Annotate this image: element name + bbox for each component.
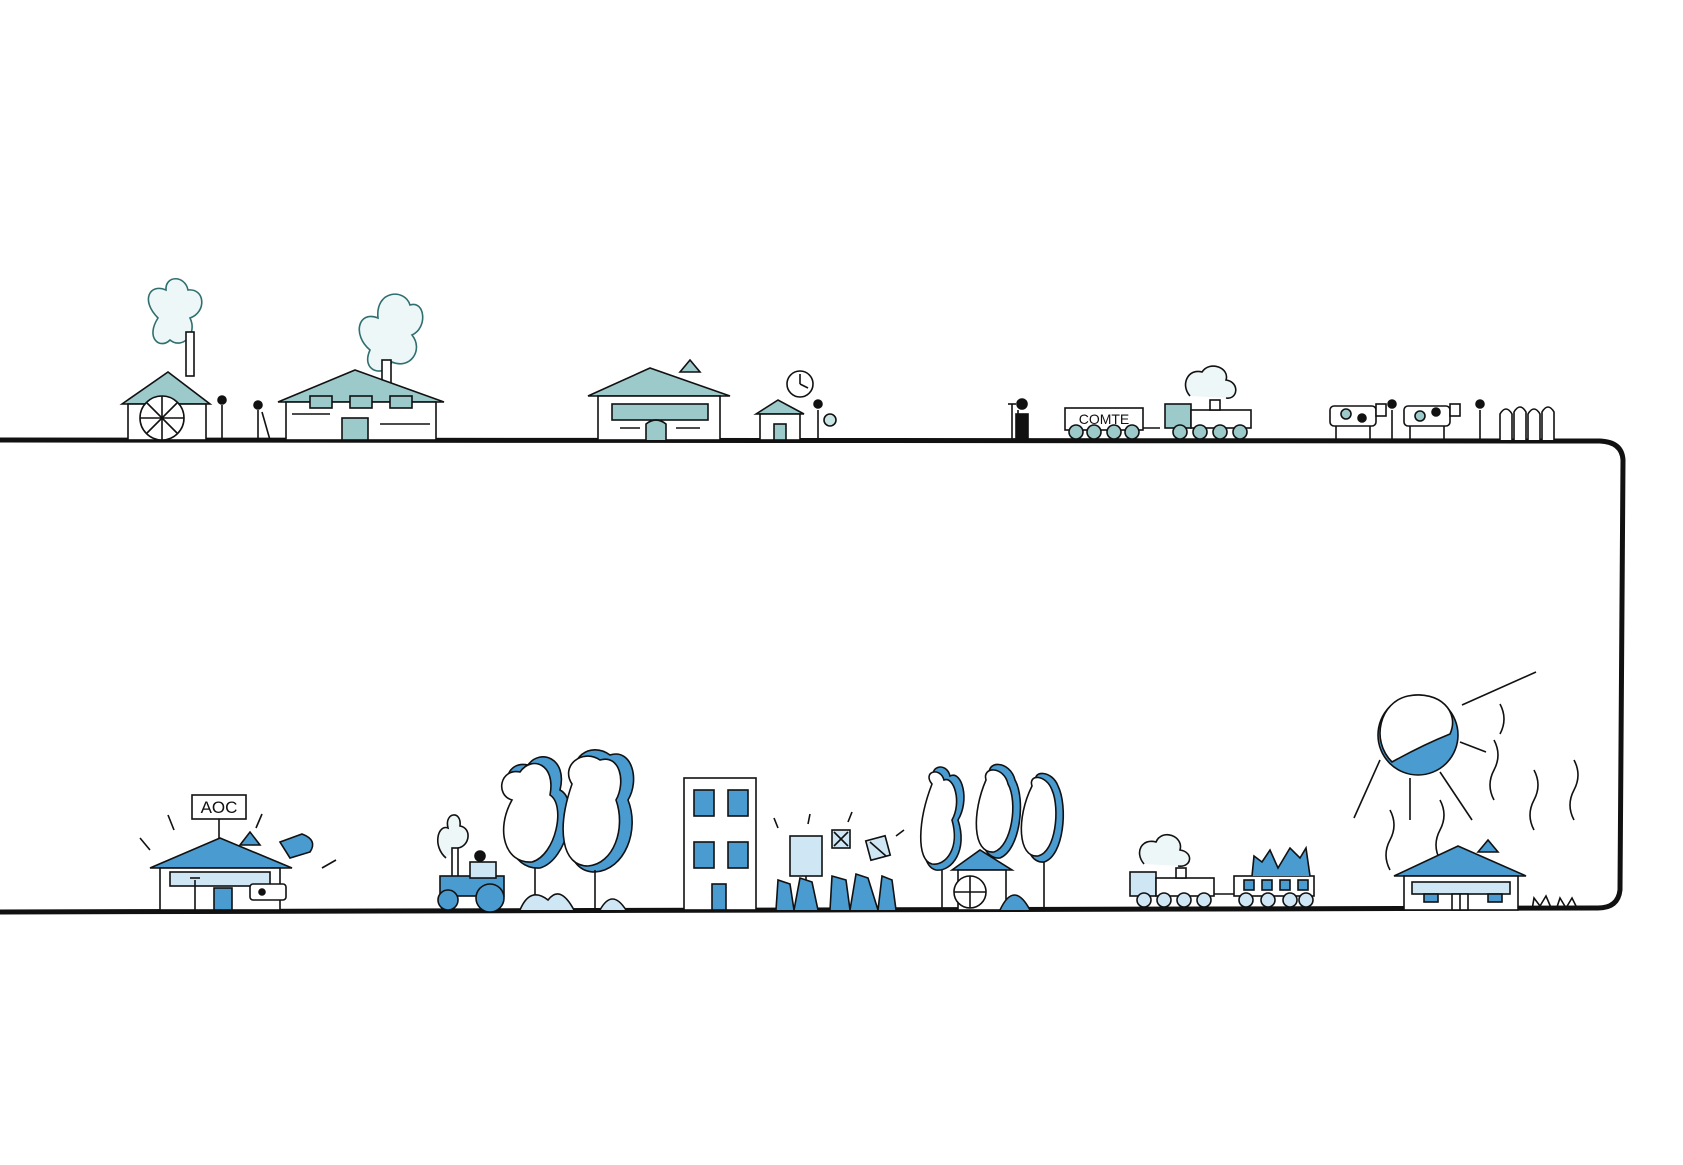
- apartment-building-icon: [683, 777, 757, 911]
- farm-building-icon: [277, 293, 445, 441]
- train-icon: [1129, 833, 1315, 908]
- farmer-icon: [1008, 398, 1029, 441]
- aoc-label: AOC: [201, 798, 238, 817]
- clock-icon: [753, 370, 837, 441]
- watermill-icon: [119, 277, 271, 441]
- sun-icon: [1353, 671, 1579, 871]
- comte-wagon: [1064, 407, 1144, 431]
- modern-farm-icon: [1393, 838, 1579, 911]
- aoc-farm-icon: AOC: [139, 794, 337, 911]
- cows-icon: [1329, 399, 1461, 440]
- comte-label: COMTE: [1079, 411, 1130, 427]
- trees-icon: [500, 749, 635, 911]
- timeline-path: [0, 437, 1626, 915]
- farmhouse-icon: [587, 358, 731, 441]
- protest-icon: [773, 811, 905, 911]
- train-icon: COMTE: [1064, 365, 1252, 440]
- forest-mill-icon: [919, 763, 1064, 911]
- tractor-icon: [437, 814, 505, 913]
- people-group-icon: [1475, 399, 1555, 440]
